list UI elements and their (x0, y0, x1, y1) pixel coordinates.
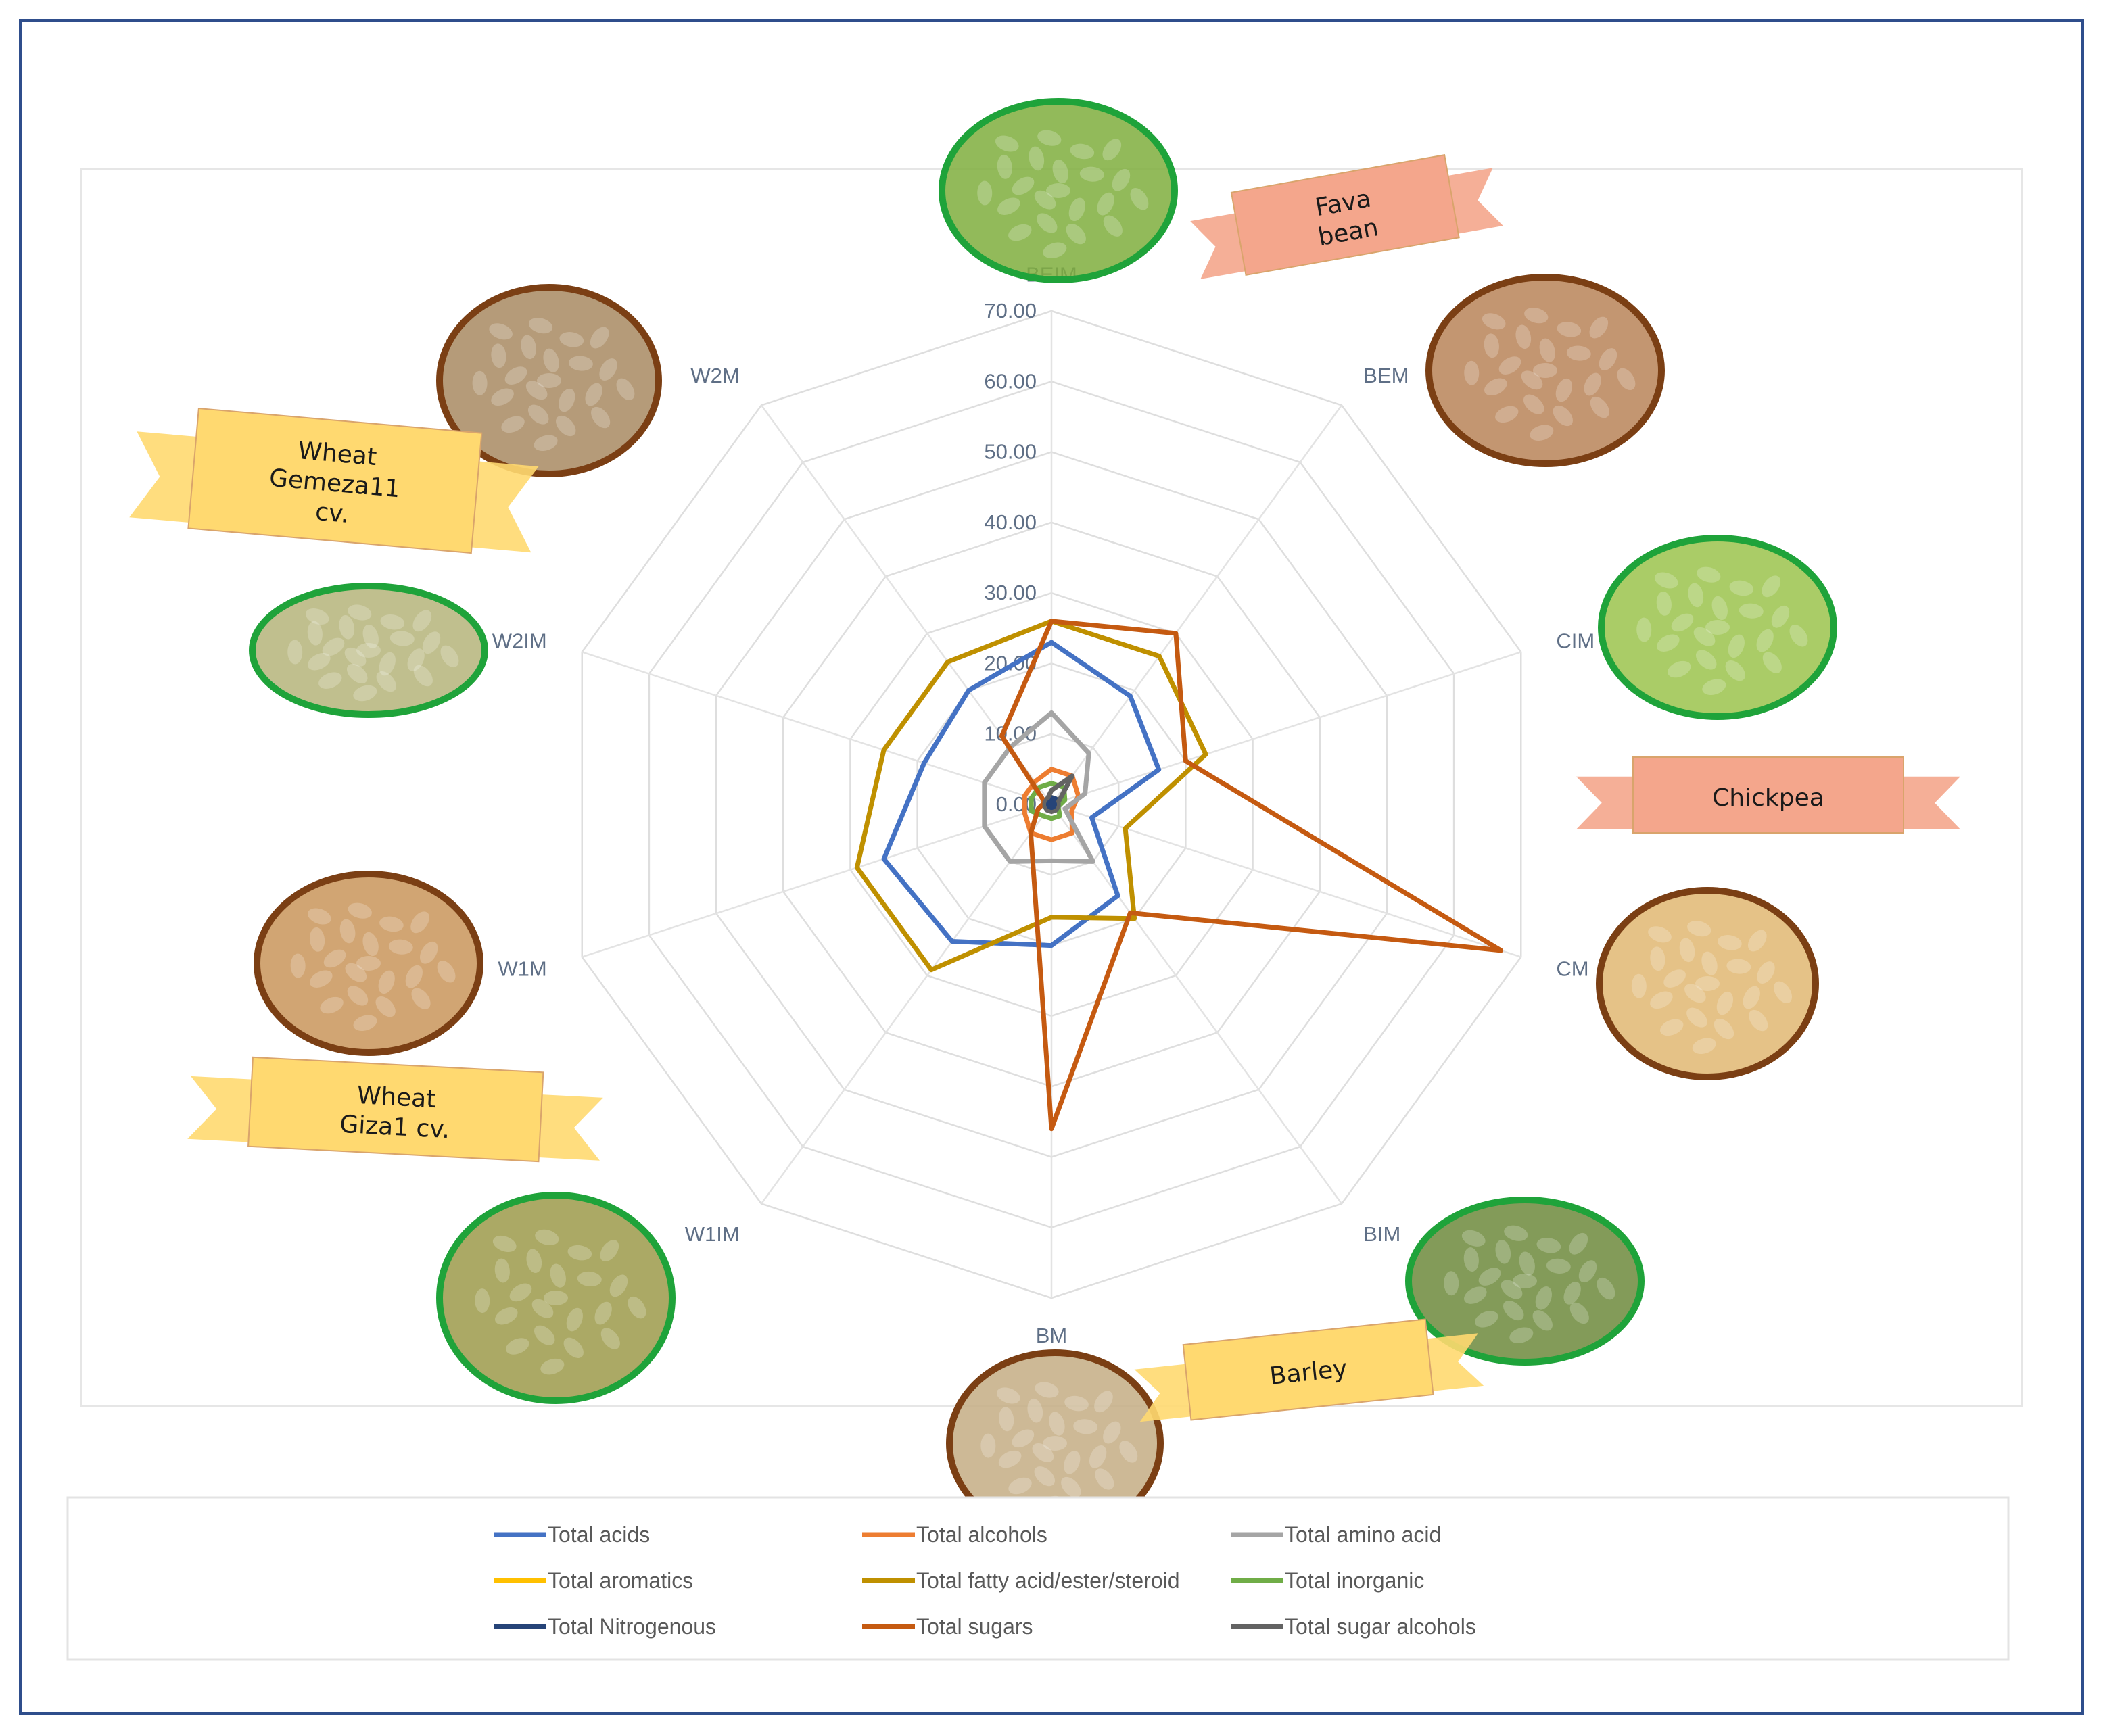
series-line-total-fatty-acid-ester-steroid (854, 619, 1208, 973)
wheat-ear-photo (436, 284, 662, 477)
photo-ring (436, 284, 662, 477)
dry-wheat-photo (254, 871, 483, 1056)
outer-frame (19, 19, 2084, 1715)
photo-ring (436, 1192, 676, 1404)
legend-label: Total fatty acid/ester/steroid (916, 1568, 1180, 1593)
ribbon-chickpea: Chickpea (1576, 756, 1960, 834)
category-label: CIM (1556, 629, 1594, 652)
legend-item: Total fatty acid/ester/steroid (862, 1568, 1180, 1593)
legend-label: Total alcohols (916, 1522, 1047, 1547)
legend-label: Total sugar alcohols (1285, 1614, 1476, 1639)
ribbon-barley: Barley (1134, 1318, 1484, 1422)
photo-ring (1598, 535, 1837, 720)
series-line-total-acids (881, 640, 1162, 948)
center-point (1046, 799, 1057, 810)
photo-ring (254, 871, 483, 1056)
category-label: BM (1036, 1324, 1068, 1347)
dry-chickpeas-photo (1596, 887, 1819, 1080)
sample-photos (249, 98, 1837, 1537)
freekeh-photo (249, 583, 488, 718)
series-line-total-amino-acid (982, 710, 1095, 864)
tick-label: 30.00 (984, 581, 1037, 604)
legend-item: Total sugar alcohols (1231, 1614, 1476, 1639)
legend-item: Total sugars (862, 1614, 1033, 1639)
category-label: BEM (1363, 364, 1409, 387)
tick-label: 40.00 (984, 510, 1037, 534)
radar-series (854, 619, 1504, 1132)
legend-item: Total Nitrogenous (494, 1614, 716, 1639)
ribbon-label: Wheat (356, 1082, 437, 1113)
legend-box (66, 1496, 2010, 1661)
ribbon-label: Wheat (297, 437, 378, 471)
photo-ring (1596, 887, 1819, 1080)
category-label: W1M (498, 957, 546, 981)
grid-spoke (1051, 651, 1521, 806)
legend-item: Total alcohols (862, 1522, 1047, 1547)
photo-ring (939, 98, 1178, 283)
grid-spoke (760, 804, 1053, 1205)
ribbon-label: cv. (314, 498, 350, 529)
grid-spoke (1050, 404, 1343, 805)
legend-label: Total Nitrogenous (548, 1614, 716, 1639)
radar-grid (581, 310, 1522, 1299)
green-wheat-photo (436, 1192, 676, 1404)
photo-ring (1405, 1197, 1645, 1366)
series-line-total-sugars (999, 619, 1504, 1132)
ribbon-label: Chickpea (1712, 784, 1824, 812)
tick-label: 50.00 (984, 440, 1037, 464)
tick-label: 60.00 (984, 369, 1037, 393)
tick-label: 70.00 (984, 299, 1037, 322)
legend-item: Total amino acid (1231, 1522, 1441, 1547)
green-chickpeas-photo (1598, 535, 1837, 720)
photo-ring (1425, 274, 1665, 467)
category-label: CM (1556, 957, 1588, 981)
category-label: W2IM (492, 629, 547, 652)
grid-spoke (1050, 804, 1343, 1205)
dry-fava-beans-photo (1425, 274, 1665, 467)
barley-grain-photo (1405, 1197, 1645, 1366)
photo-ring (249, 583, 488, 718)
legend-label: Total inorganic (1285, 1568, 1424, 1593)
legend-label: Total amino acid (1285, 1522, 1441, 1547)
legend-label: Total sugars (916, 1614, 1033, 1639)
series-line-total-inorganic (1029, 781, 1068, 821)
series-line-total-sugar-alcohols (1042, 773, 1075, 814)
grid-spoke (582, 651, 1052, 806)
series-line-total-alcohols (1022, 767, 1081, 842)
legend: Total acids Total alcohols Total amino aci… (66, 1496, 2010, 1661)
legend-item: Total inorganic (1231, 1568, 1424, 1593)
crop-ribbons: FavabeanChickpeaBarleyWheatGemeza11cv.Wh… (129, 154, 1960, 1422)
fava-bean-pods-photo (939, 98, 1178, 283)
legend-item: Total aromatics (494, 1568, 693, 1593)
legend-label: Total acids (548, 1522, 650, 1547)
category-label: W2M (690, 364, 739, 387)
ribbon-label: Giza1 cv. (339, 1111, 450, 1144)
grid-spoke (1051, 803, 1521, 958)
legend-label: Total aromatics (548, 1568, 693, 1593)
legend-item: Total acids (494, 1522, 650, 1547)
category-label: BIM (1363, 1222, 1400, 1246)
category-label: W1IM (685, 1222, 740, 1246)
grid-spoke (582, 803, 1052, 958)
